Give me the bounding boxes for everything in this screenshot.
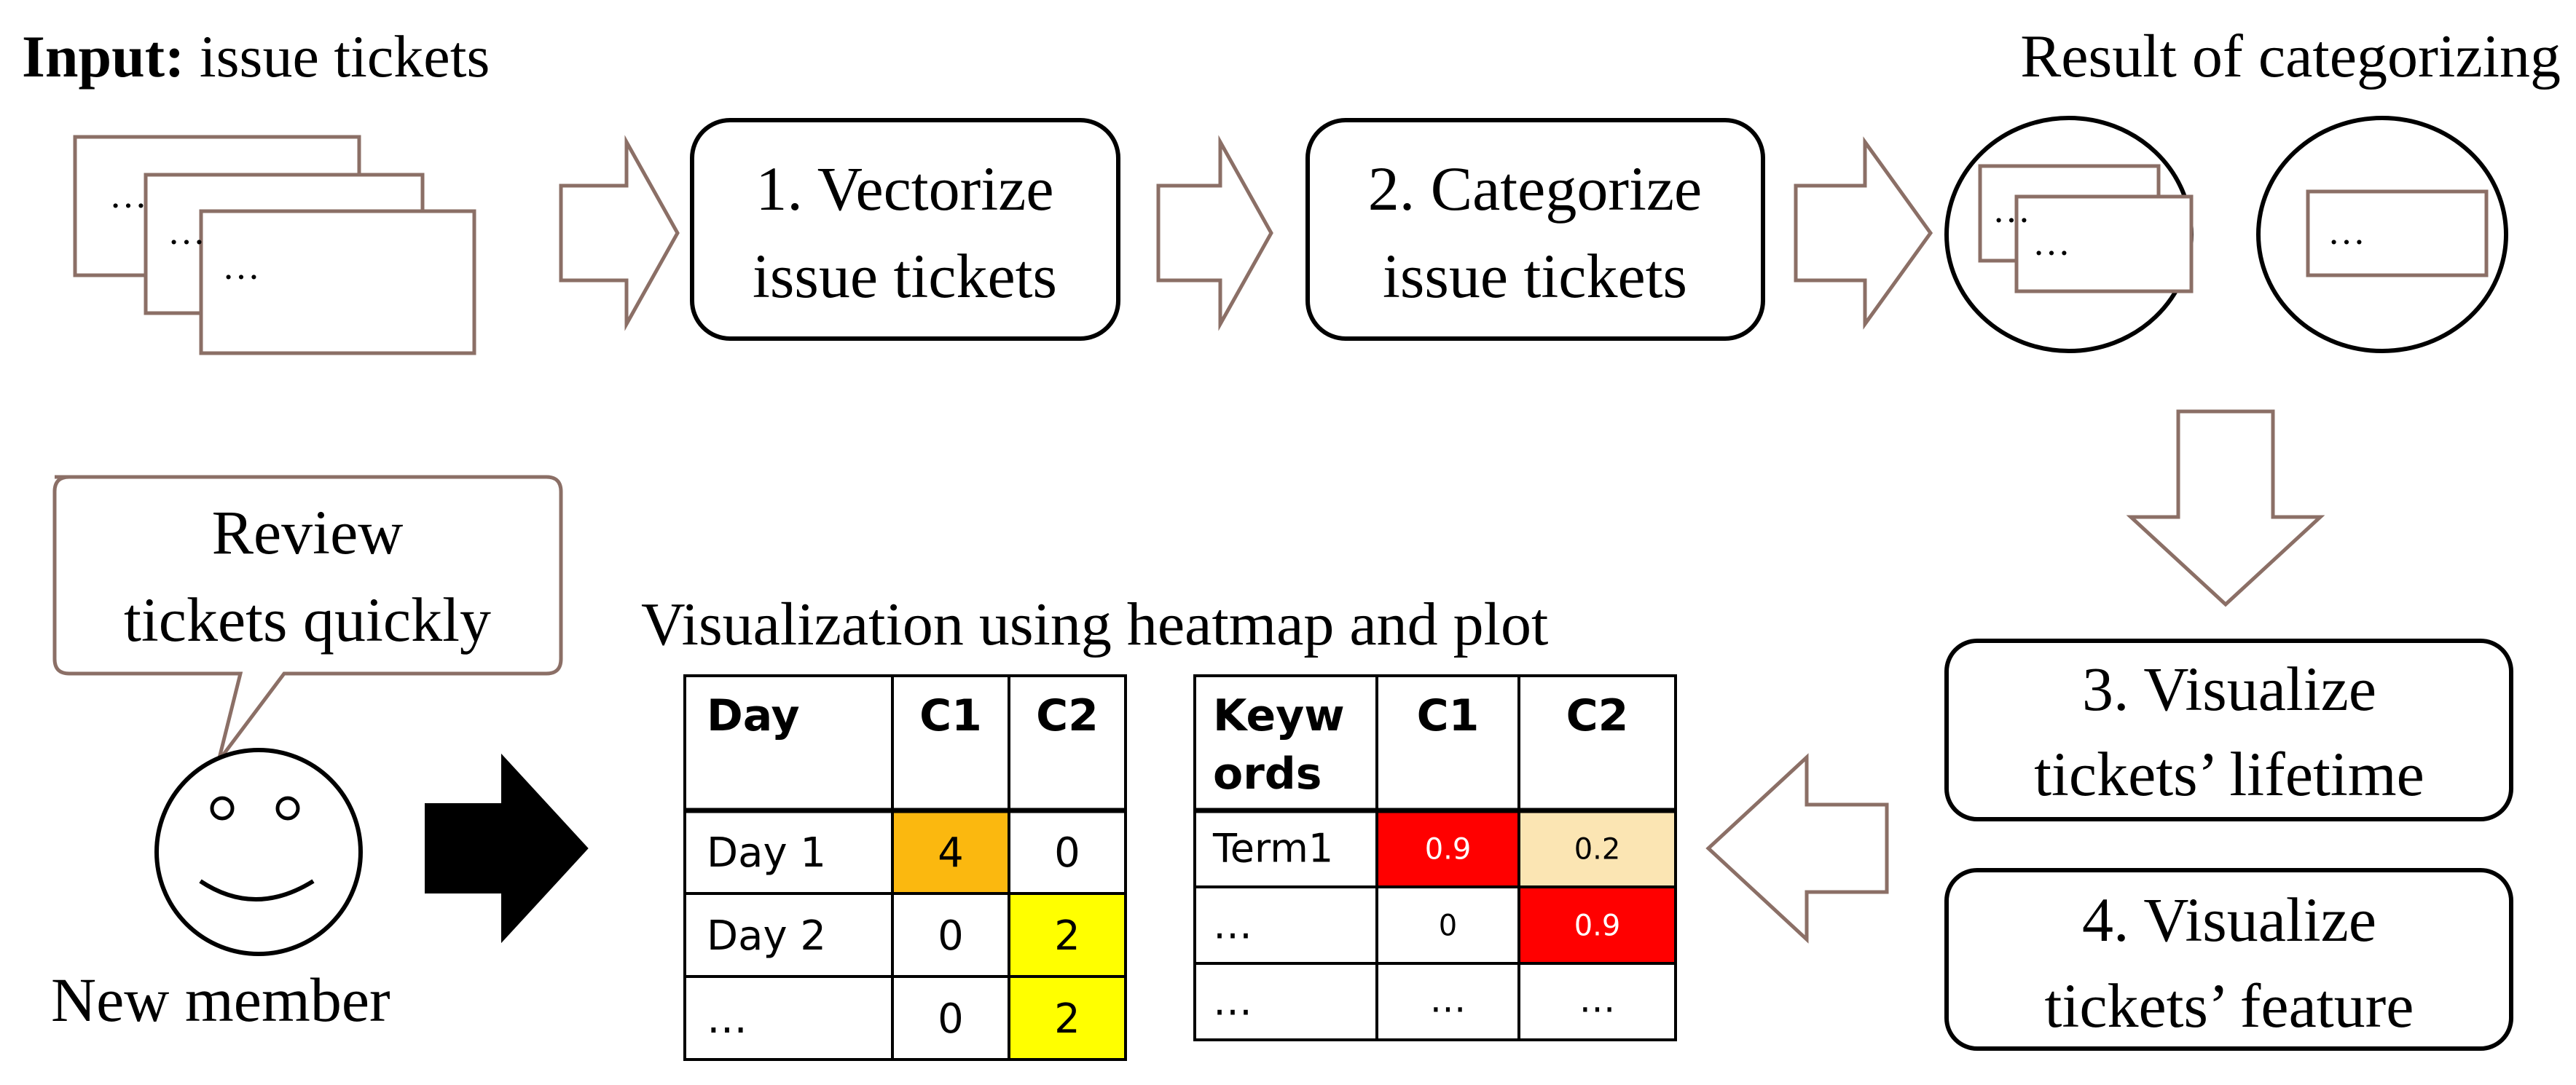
table1-cell-bg-1-1	[892, 893, 1009, 976]
table1-cell-0-1: 4	[938, 829, 964, 877]
cluster2-ticket-text: …	[2328, 211, 2365, 253]
table1-header-c1: C1	[919, 690, 982, 741]
step2-line2: issue tickets	[1383, 241, 1687, 311]
step3-line2: tickets’ lifetime	[2034, 739, 2424, 809]
table2-header-c1: C1	[1417, 690, 1480, 741]
table2-cell-2-1: …	[1430, 979, 1466, 1021]
step2-line1: 2. Categorize	[1368, 154, 1702, 224]
table1-header-day: Day	[707, 690, 800, 741]
arrow-right-3	[1794, 136, 1933, 330]
arrow-right-2	[1156, 135, 1273, 331]
step3-box	[1944, 639, 2513, 821]
table2-cell-bg-2-2	[1519, 963, 1676, 1040]
table1-cell-2-0: …	[707, 995, 747, 1043]
table2-cell-bg-1-2	[1519, 887, 1676, 963]
cluster1-ticket-2	[2014, 194, 2194, 293]
input-ticket-3-text: …	[222, 246, 260, 288]
table1-cell-0-2: 0	[1054, 829, 1080, 877]
table1-cell-1-0: Day 2	[707, 912, 826, 960]
table2-cell-0-1: 0.9	[1425, 833, 1472, 867]
input-ticket-2-text: …	[168, 211, 205, 253]
cluster1-ticket-2-text: …	[2033, 222, 2070, 264]
speech-line2: tickets quickly	[124, 585, 491, 655]
table1-cell-1-1: 0	[938, 912, 964, 960]
table2-header-keywords-1: Keyw	[1213, 690, 1345, 741]
step4-line1: 4. Visualize	[2082, 885, 2376, 955]
table2-cell-bg-0-1	[1377, 810, 1519, 887]
table2-cell-1-1: 0	[1439, 910, 1457, 943]
step4-line2: tickets’ feature	[2045, 971, 2414, 1041]
step1-box	[690, 118, 1120, 341]
table1-cell-bg-2-2	[1009, 976, 1126, 1060]
table2-border	[1193, 674, 1677, 1041]
table1-cell-bg-2-1	[892, 976, 1009, 1060]
table2-cell-0-2: 0.2	[1574, 833, 1621, 867]
table1-cell-0-0: Day 1	[707, 829, 826, 877]
table1-cell-bg-0-0	[685, 810, 892, 893]
visualization-title: Visualization using heatmap and plot	[641, 591, 1548, 658]
step1-line1: 1. Vectorize	[755, 154, 1053, 224]
table2-cell-bg-0-0	[1195, 810, 1377, 887]
smiley-face-icon	[154, 748, 363, 956]
table1-border	[683, 674, 1127, 1061]
input-ticket-stack	[73, 135, 476, 355]
arrow-left	[1705, 753, 1889, 944]
cluster1-ticket-1-text: …	[1992, 189, 2030, 231]
table1-cell-bg-1-0	[685, 893, 892, 976]
table2-cell-0-0: Term1	[1212, 826, 1333, 872]
table1-cell-bg-2-0	[685, 976, 892, 1060]
table1-cell-1-2: 2	[1054, 912, 1080, 960]
table1-cell-2-2: 2	[1054, 995, 1080, 1043]
new-member-label: New member	[51, 965, 390, 1035]
cluster2-ticket	[2306, 189, 2489, 277]
arrow-right-black	[425, 753, 589, 944]
table1-cell-bg-1-2	[1009, 893, 1126, 976]
table1-cell-bg-0-1	[892, 810, 1009, 893]
table1-cell-2-1: 0	[938, 995, 964, 1043]
step4-box	[1944, 868, 2513, 1051]
arrow-right-1	[559, 135, 680, 331]
table2-cell-2-0: …	[1213, 979, 1252, 1025]
table2-cell-bg-0-2	[1519, 810, 1676, 887]
table2-header-c2: C2	[1566, 690, 1629, 741]
step3-line1: 3. Visualize	[2082, 654, 2376, 724]
table2-cell-1-0: …	[1213, 902, 1252, 948]
table2-cell-bg-2-1	[1377, 963, 1519, 1040]
input-title: Input: issue tickets	[22, 23, 490, 90]
result-title: Result of categorizing	[2020, 23, 2561, 90]
table2-header-keywords-2: ords	[1213, 749, 1322, 800]
step2-box	[1305, 118, 1765, 341]
speech-line1: Review	[212, 497, 404, 567]
table1-cell-bg-0-2	[1009, 810, 1126, 893]
table2-cell-bg-1-0	[1195, 887, 1377, 963]
table2-cell-1-2: 0.9	[1574, 910, 1621, 943]
input-ticket-3	[199, 209, 476, 355]
step1-line2: issue tickets	[753, 241, 1057, 311]
table1-header-c2: C2	[1036, 690, 1099, 741]
table2-cell-bg-1-1	[1377, 887, 1519, 963]
arrow-down	[2126, 409, 2325, 607]
input-ticket-1-text: …	[109, 175, 147, 216]
table2-cell-2-2: …	[1579, 979, 1616, 1021]
table2-cell-bg-2-0	[1195, 963, 1377, 1040]
